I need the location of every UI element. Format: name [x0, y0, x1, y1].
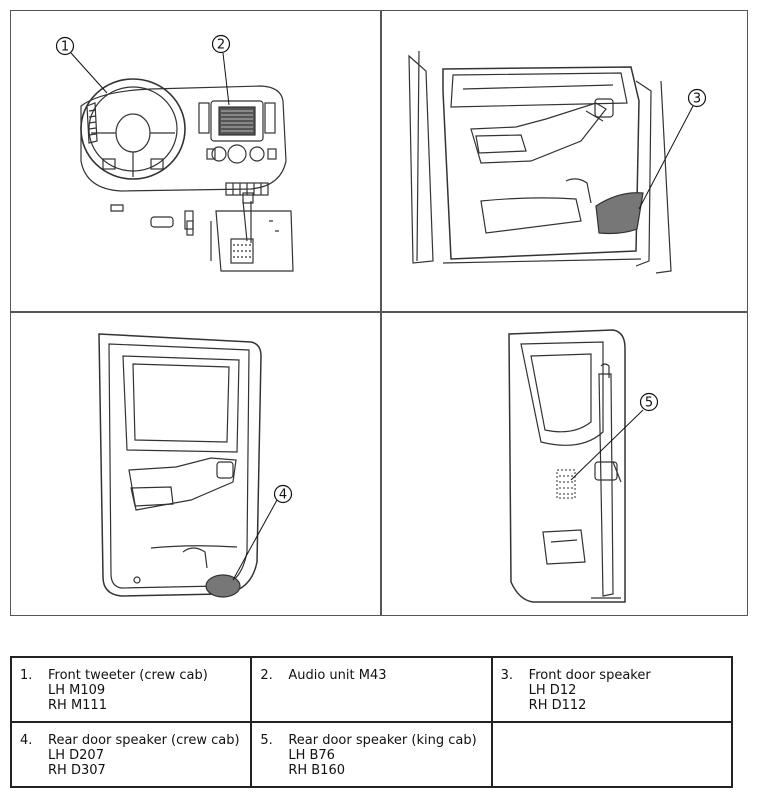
legend-lh: LH B76 [288, 748, 335, 763]
svg-text:5: 5 [645, 396, 653, 411]
callout-layer-2: 3 [687, 88, 707, 108]
legend-rh: RH M111 [48, 698, 107, 713]
legend-cell: 3. Front door speaker LH D12 RH D112 [490, 656, 734, 723]
rear-door-illustration [98, 333, 278, 598]
legend-cell-empty [490, 721, 734, 788]
legend-lh: LH D12 [528, 683, 577, 698]
svg-text:2: 2 [217, 38, 225, 53]
front-door-illustration [408, 50, 694, 274]
callout-layer-1: 1 2 [55, 34, 231, 56]
callout-4: 4 [273, 484, 293, 504]
legend-title: Audio unit M43 [288, 668, 387, 683]
callout-2: 2 [211, 34, 231, 54]
callout-3: 3 [687, 88, 707, 108]
king-cab-door-illustration [508, 329, 644, 603]
legend-rh: RH D112 [528, 698, 587, 713]
callout-layer-3: 4 [273, 484, 293, 504]
legend-cell: 2. Audio unit M43 [250, 656, 493, 723]
horizontal-divider [11, 311, 747, 313]
legend-table: 1. Front tweeter (crew cab) LH M109 RH M… [9, 656, 734, 788]
legend-row: 4. Rear door speaker (crew cab) LH D207 … [9, 721, 734, 788]
legend-number: 4. [20, 733, 33, 748]
panel-front-door: 3 [381, 11, 749, 311]
legend-title: Rear door speaker (king cab) [288, 733, 477, 748]
figure-grid: 1 2 [10, 10, 748, 616]
panel-rear-door-crew: 4 [11, 312, 380, 617]
dashboard-illustration [70, 52, 294, 272]
legend-number: 3. [500, 668, 514, 683]
svg-text:4: 4 [279, 488, 287, 503]
legend-number: 2. [260, 668, 273, 683]
legend-cell: 1. Front tweeter (crew cab) LH M109 RH M… [9, 656, 253, 723]
panel-rear-door-king: 5 [381, 312, 749, 617]
legend-lh: LH M109 [48, 683, 106, 698]
vertical-divider [380, 11, 382, 615]
panel-dashboard: 1 2 [11, 11, 380, 311]
legend-title: Front tweeter (crew cab) [48, 668, 208, 683]
legend-title: Front door speaker [528, 668, 651, 683]
callout-5: 5 [639, 392, 659, 412]
legend-number: 5. [260, 733, 273, 748]
legend-cell: 5. Rear door speaker (king cab) LH B76 R… [250, 721, 493, 788]
legend-cell: 4. Rear door speaker (crew cab) LH D207 … [9, 721, 253, 788]
legend-lh: LH D207 [48, 748, 104, 763]
legend-title: Rear door speaker (crew cab) [48, 733, 240, 748]
callout-layer-4: 5 [639, 392, 659, 412]
legend-rh: RH B160 [288, 763, 345, 778]
svg-text:1: 1 [61, 40, 69, 55]
svg-text:3: 3 [693, 92, 701, 107]
legend-row: 1. Front tweeter (crew cab) LH M109 RH M… [9, 656, 734, 723]
legend-number: 1. [20, 668, 33, 683]
legend-rh: RH D307 [48, 763, 106, 778]
callout-1: 1 [55, 36, 75, 56]
